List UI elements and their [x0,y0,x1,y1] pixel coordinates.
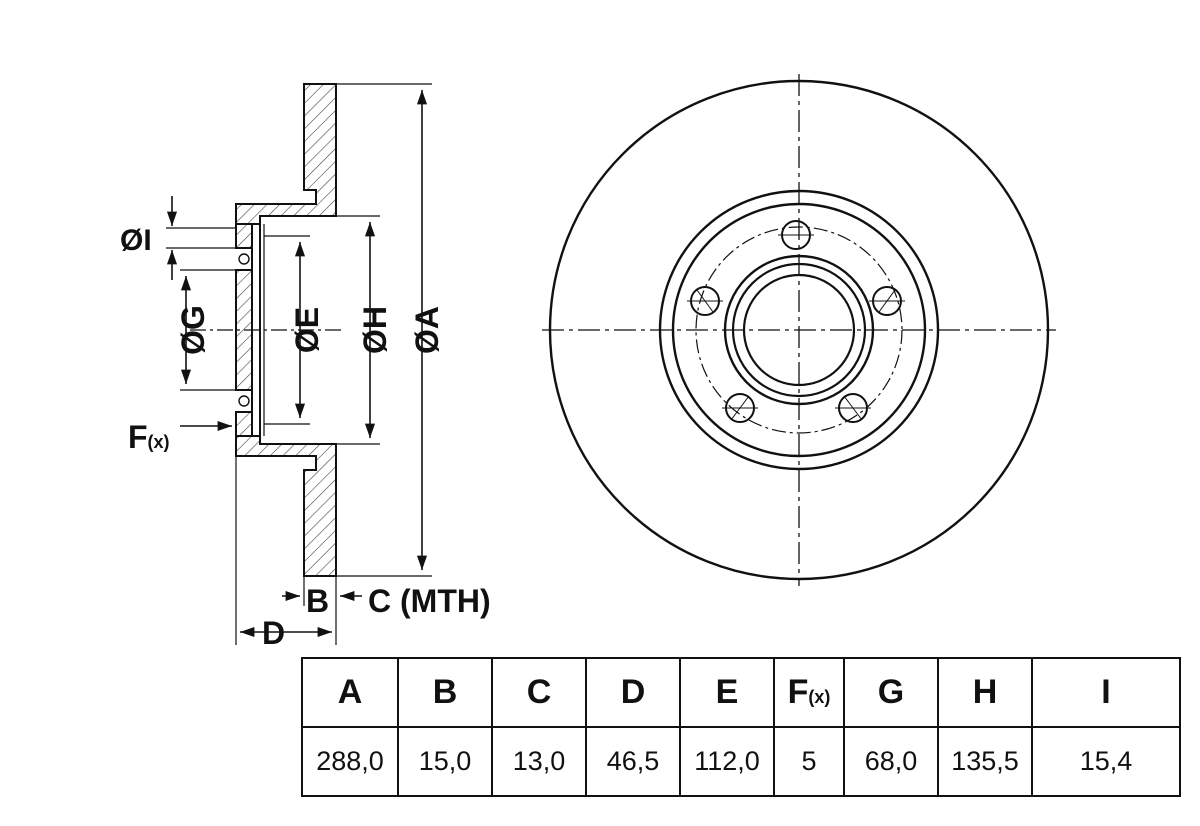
table-header-cell: D [585,657,681,728]
table-value-cell: 15,4 [1031,726,1181,797]
table-value-cell: 135,5 [937,726,1033,797]
disc-section-lower [235,435,337,577]
label-dia-i: ØI [120,224,152,257]
table-header-cell: I [1031,657,1181,728]
disc-section-upper [235,83,337,225]
table-value-cell: 288,0 [301,726,399,797]
table-value-cell: 5 [773,726,845,797]
bolt-holes [690,220,902,423]
table-header-cell: G [843,657,939,728]
table-value-cell: 68,0 [843,726,939,797]
label-f: F(x) [128,419,170,455]
table-header-cell: C [491,657,587,728]
front-view [542,74,1056,586]
label-dia-e: ØE [289,307,325,353]
dimension-lines [166,90,428,638]
table-header-cell: A [301,657,399,728]
table-value-cell: 112,0 [679,726,775,797]
label-dia-a: ØA [409,306,445,354]
table-value-cell: 46,5 [585,726,681,797]
label-c: C (MTH) [368,583,491,619]
table-header-cell: H [937,657,1033,728]
table-value-cell: 13,0 [491,726,587,797]
table-value-cell: 15,0 [397,726,493,797]
label-b: B [306,583,329,619]
label-dia-g: ØG [175,305,211,355]
bolt-hole-center-marks [687,234,905,421]
table-header-cell: B [397,657,493,728]
table-header-cell: E [679,657,775,728]
label-d: D [262,615,285,651]
table-header-cell: F(x) [773,657,845,728]
label-dia-h: ØH [357,306,393,354]
extension-lines [166,83,432,645]
